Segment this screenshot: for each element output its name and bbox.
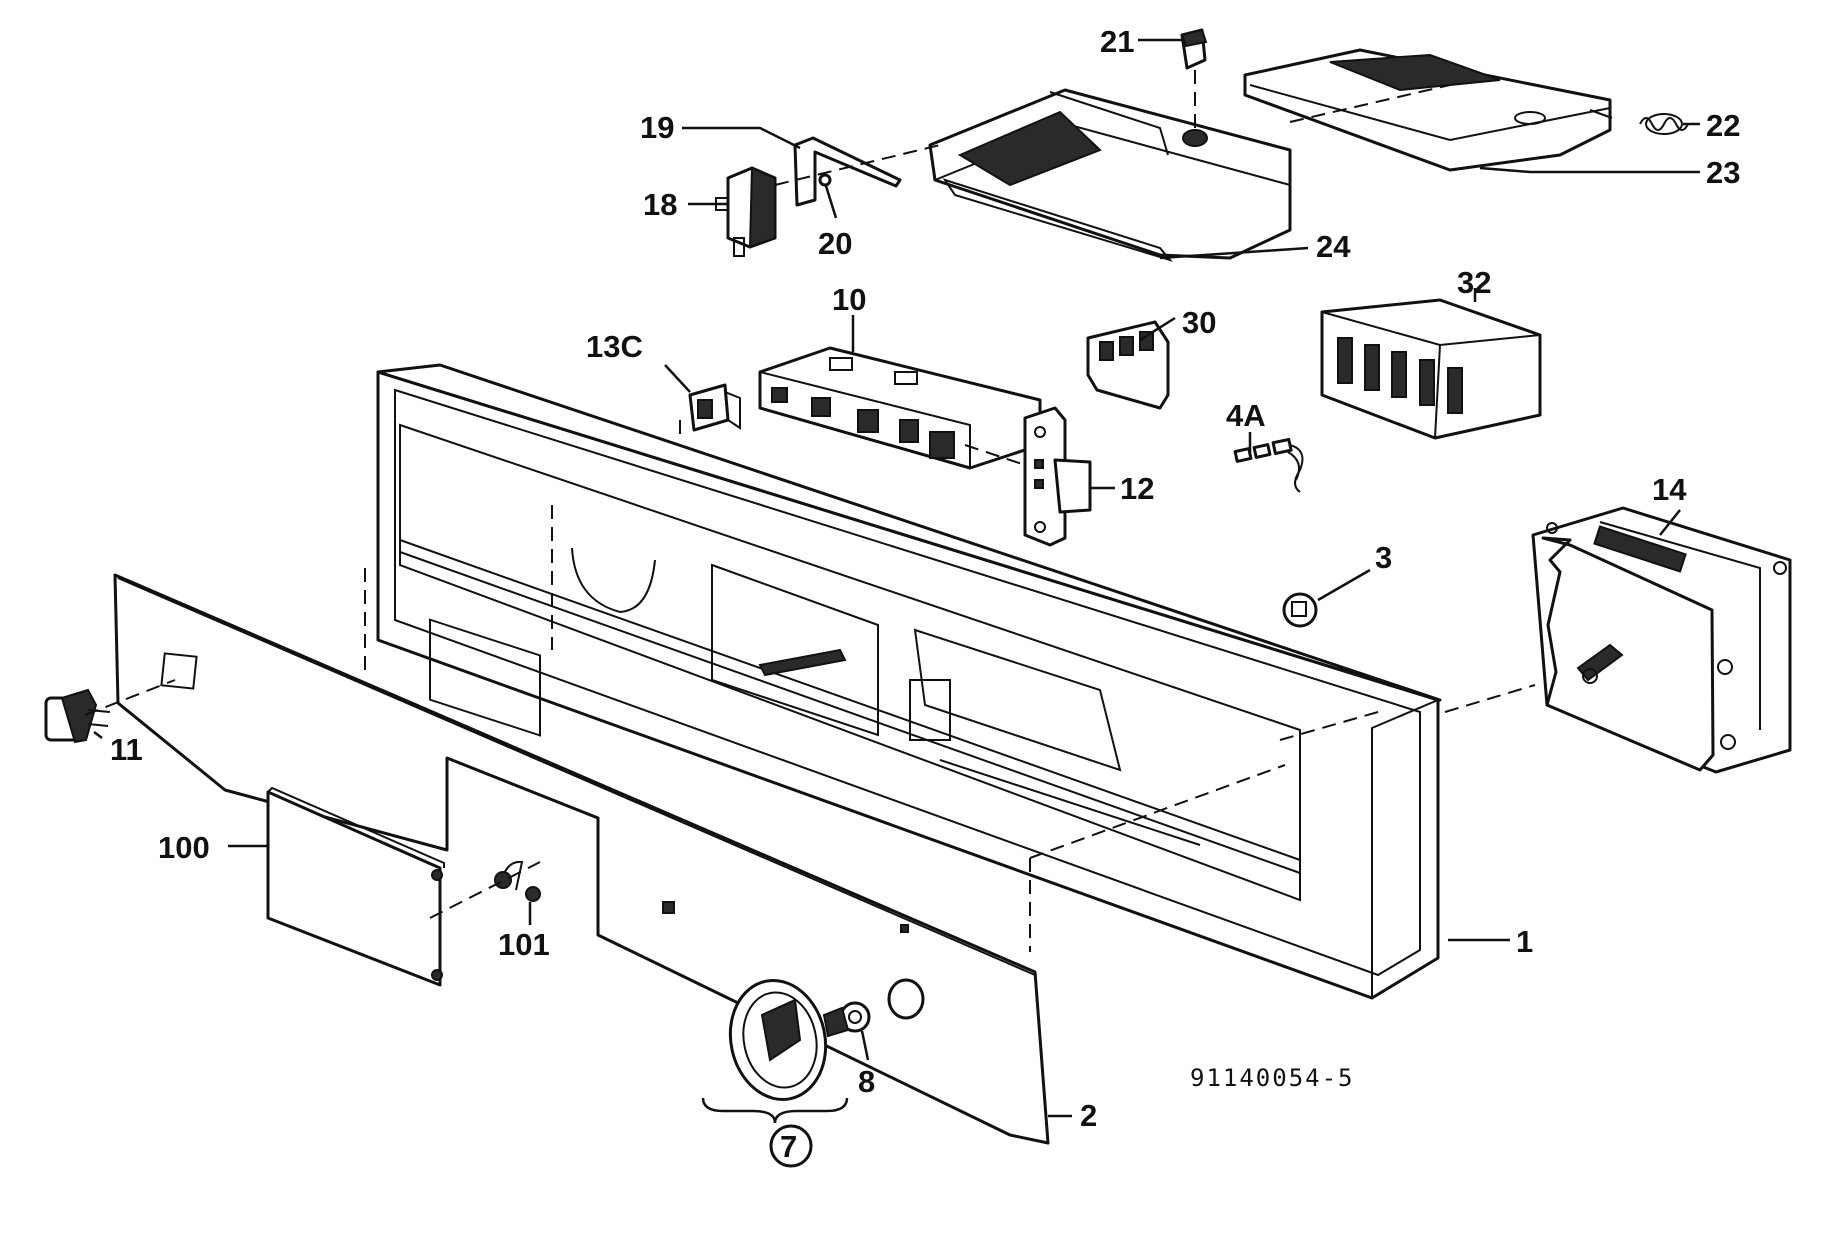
switch-clip — [688, 383, 741, 432]
hinge-pins — [494, 860, 541, 902]
assembly-lines — [84, 70, 1536, 952]
lid-spring — [1639, 113, 1689, 135]
callout-20: 20 — [818, 226, 852, 261]
callout-18: 18 — [643, 187, 677, 222]
callout-11: 11 — [110, 732, 143, 767]
callout-1: 1 — [1516, 924, 1533, 959]
dispenser-latch — [1180, 28, 1208, 70]
callout-8: 8 — [858, 1064, 875, 1099]
control-knob — [728, 979, 828, 1101]
callout-30: 30 — [1182, 305, 1216, 340]
wire-connector — [1233, 437, 1304, 493]
callout-13c: 13C — [586, 329, 643, 364]
connector-block — [1086, 320, 1170, 410]
push-button — [44, 688, 111, 744]
callout-24: 24 — [1316, 229, 1351, 264]
callout-101: 101 — [498, 927, 550, 962]
callout-100: 100 — [158, 830, 210, 865]
callout-10: 10 — [832, 282, 866, 317]
callout-23: 23 — [1706, 155, 1740, 190]
micro-switch — [715, 166, 777, 257]
document-number: 91140054-5 — [1190, 1064, 1355, 1092]
timer-programmer — [1531, 506, 1792, 774]
leader-lines — [93, 38, 1700, 1124]
callout-14: 14 — [1652, 472, 1687, 507]
callout-labels: 1 2 3 4A 8 10 11 12 13C 14 18 19 20 21 2… — [110, 24, 1740, 1168]
knob-nut — [822, 978, 925, 1038]
callout-7: 7 — [780, 1129, 797, 1164]
callout-4a: 4A — [1226, 398, 1266, 433]
callout-21: 21 — [1100, 24, 1134, 59]
switch-bank — [758, 346, 1042, 470]
callout-22: 22 — [1706, 108, 1740, 143]
callout-19: 19 — [640, 110, 674, 145]
dispenser-lid — [1243, 48, 1613, 172]
front-fascia-plate — [113, 573, 1050, 1145]
control-panel-frame — [376, 363, 1442, 1000]
terminal-block — [1320, 298, 1542, 440]
switch-module — [1023, 406, 1092, 547]
small-plug — [1282, 592, 1318, 628]
cover-door — [266, 786, 445, 987]
callout-32: 32 — [1457, 265, 1491, 300]
callout-3: 3 — [1375, 540, 1392, 575]
callout-2: 2 — [1080, 1098, 1097, 1133]
dispenser-body — [928, 88, 1292, 262]
lever-rod — [793, 136, 902, 207]
callout-7-circle: 7 — [769, 1124, 813, 1168]
callout-12: 12 — [1120, 471, 1154, 506]
washer — [818, 173, 832, 187]
